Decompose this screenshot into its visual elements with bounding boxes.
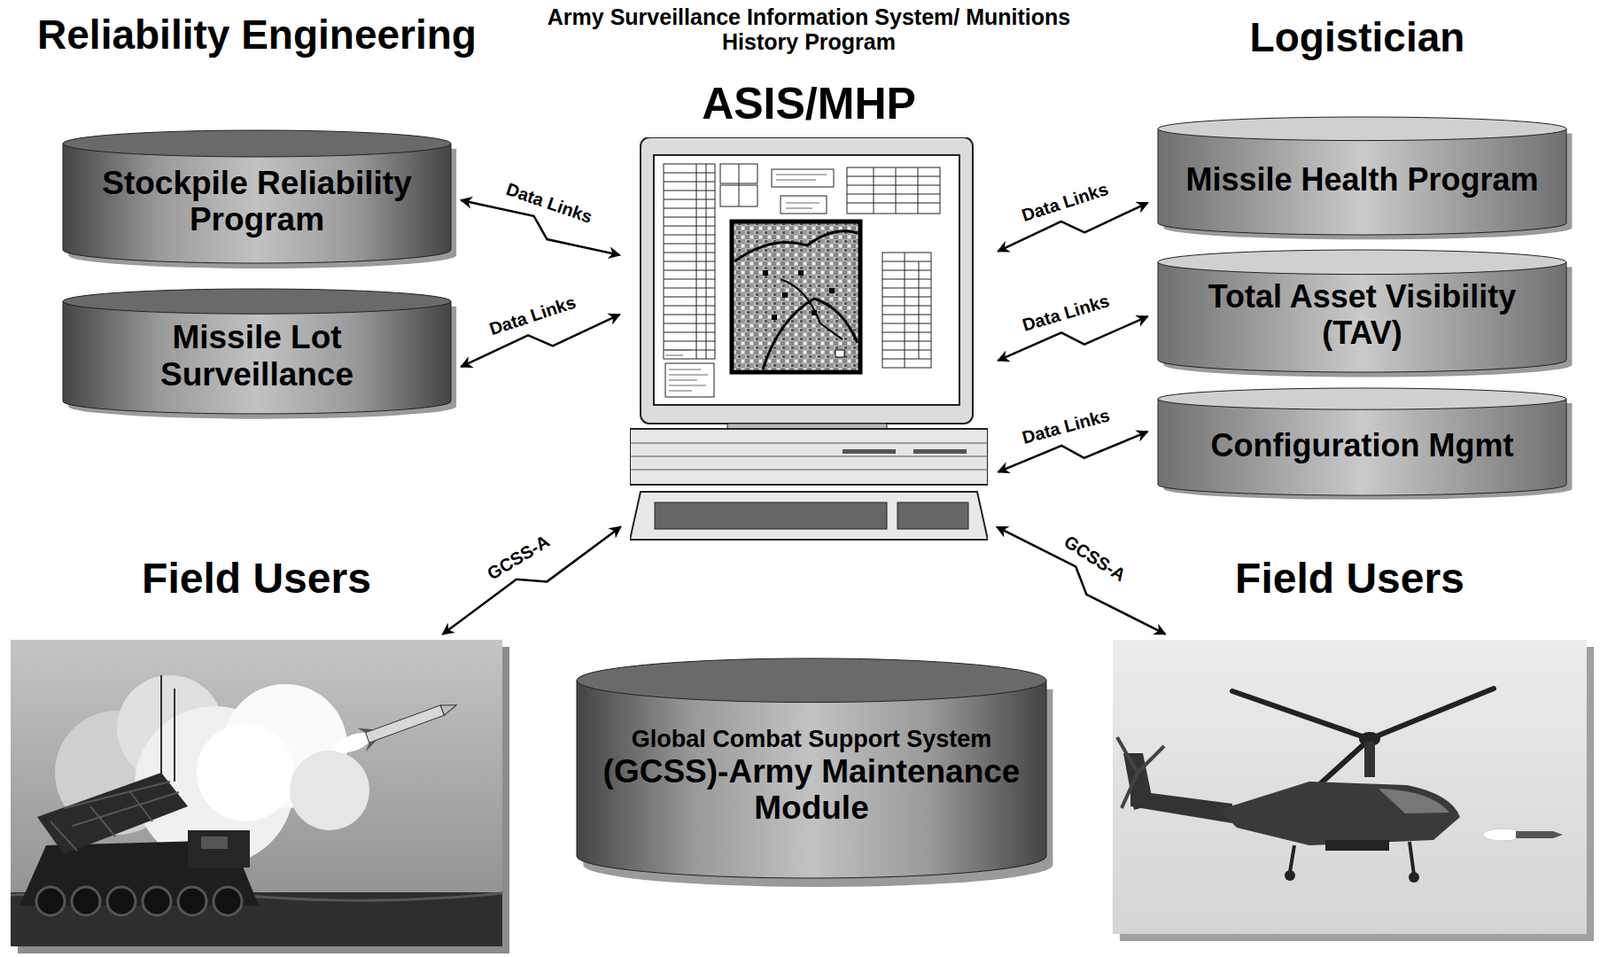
cylinder-body	[62, 143, 451, 264]
computer-illustration	[629, 137, 988, 542]
missile	[1483, 828, 1563, 841]
monitor	[640, 137, 973, 424]
field-user-photo: Field Users	[1112, 639, 1587, 934]
group-heading: Logistician	[1135, 15, 1579, 62]
node-label: (GCSS)-Army Maintenance Module	[594, 753, 1029, 827]
helicopter	[1117, 688, 1494, 883]
missile	[330, 693, 461, 762]
screen-map	[731, 221, 861, 373]
connector-label: GCSS-A	[481, 529, 555, 585]
connector-label: Data Links	[1017, 290, 1114, 336]
node-label: Missile Lot Surveillance	[71, 318, 443, 393]
launcher-vehicle	[19, 772, 259, 916]
cylinder-top	[1157, 249, 1567, 275]
node-label: Global Combat Support System	[631, 725, 993, 753]
antenna	[161, 675, 175, 786]
rocket-launcher-photo	[10, 639, 503, 947]
database-cylinder: Configuration Mgmt	[1157, 388, 1567, 496]
database-cylinder: Missile Health Program	[1157, 116, 1567, 235]
database-cylinder: Missile Lot Surveillance	[62, 288, 451, 414]
field-user-photo: Field Users	[10, 639, 503, 947]
cylinder-top	[576, 658, 1047, 703]
database-cylinder: Stockpile Reliability Program	[62, 130, 451, 264]
cylinder-top	[1157, 116, 1567, 141]
node-label: Stockpile Reliability Program	[71, 164, 443, 239]
group-heading: Field Users	[1112, 554, 1587, 603]
system-acronym: ASIS/MHP	[525, 78, 1093, 129]
computer-base	[629, 423, 988, 485]
connector-label: GCSS-A	[1058, 529, 1133, 587]
connector-label: Data Links	[501, 178, 598, 228]
screen-tables	[663, 163, 940, 397]
node-label: Configuration Mgmt	[1211, 427, 1515, 464]
data-link-connector	[996, 527, 1166, 635]
database-cylinder: Total Asset Visibility (TAV)	[1157, 249, 1567, 373]
cylinder-body	[576, 680, 1047, 878]
connector-label: Data Links	[483, 291, 581, 340]
cylinder-body	[62, 301, 451, 414]
system-title: Army Surveillance Information System/ Mu…	[525, 4, 1093, 55]
cylinder-top	[62, 130, 451, 157]
helicopter-photo	[1112, 639, 1587, 934]
data-link-connector	[442, 526, 622, 634]
node-label: Total Asset Visibility (TAV)	[1173, 279, 1551, 351]
node-label: Missile Health Program	[1185, 162, 1538, 198]
database-cylinder: Global Combat Support System(GCSS)-Army …	[576, 658, 1047, 878]
cylinder-body	[1157, 398, 1567, 496]
cylinder-body	[1157, 128, 1567, 235]
computer-node: Army Surveillance Information System/ Mu…	[629, 137, 988, 542]
cylinder-body	[1157, 262, 1567, 373]
connector-label: Data Links	[1016, 178, 1113, 226]
group-heading: Field Users	[10, 554, 503, 603]
keyboard	[629, 491, 988, 540]
cylinder-top	[1157, 388, 1567, 410]
group-heading: Reliability Engineering	[35, 12, 479, 59]
cylinder-top	[62, 288, 451, 314]
connector-label: Data Links	[1017, 403, 1115, 448]
